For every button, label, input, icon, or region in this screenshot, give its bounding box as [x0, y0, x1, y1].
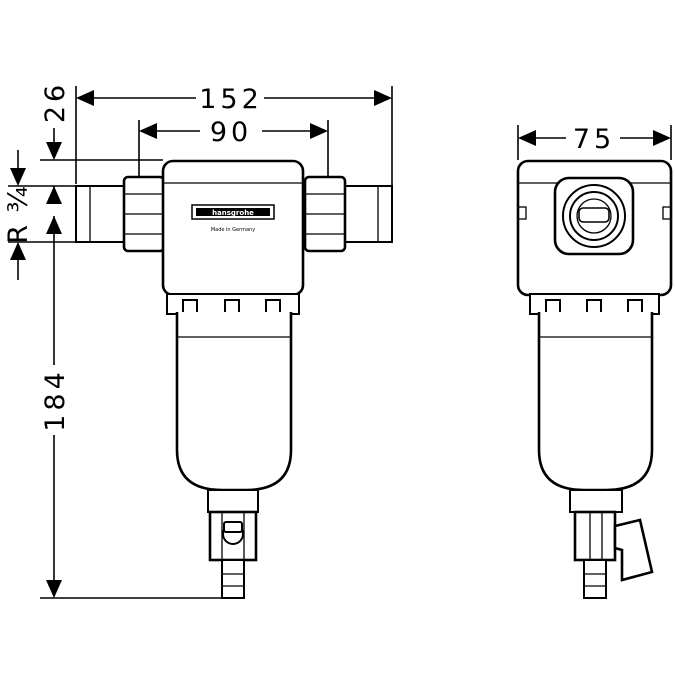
- dimension-152-label: 152: [199, 84, 263, 115]
- dimension-75-label: 75: [573, 124, 615, 155]
- dimension-26-label: 26: [40, 81, 71, 123]
- dimension-thread: R ¾: [3, 150, 76, 280]
- side-drain-lever: [613, 518, 654, 582]
- dimension-75: 75: [517, 124, 672, 160]
- dimension-152: 152: [75, 84, 393, 186]
- side-view: [516, 159, 673, 599]
- front-view: hansgrohe Made in Germany: [75, 159, 393, 599]
- thread-size-label: R ¾: [3, 184, 34, 244]
- right-pipe-stub: [341, 185, 393, 243]
- drain-nozzle: [221, 559, 245, 599]
- side-port: [553, 176, 635, 256]
- left-union-nut: [122, 175, 166, 253]
- side-drain-neck: [569, 489, 623, 513]
- drain-neck: [207, 489, 259, 513]
- right-union-nut: [303, 175, 347, 253]
- side-drain-nozzle: [583, 559, 607, 599]
- filter-bowl: [175, 312, 293, 492]
- side-bowl: [537, 312, 654, 492]
- dimension-184-label: 184: [40, 368, 71, 432]
- side-drain-body: [573, 510, 617, 562]
- dimension-184: 184: [40, 216, 222, 599]
- dimension-26: 26: [40, 81, 163, 204]
- dimension-90-label: 90: [210, 117, 252, 148]
- origin-label: Made in Germany: [211, 227, 255, 233]
- dimension-90: 90: [138, 117, 329, 178]
- brand-label: hansgrohe: [212, 209, 254, 217]
- left-pipe-stub: [75, 185, 127, 243]
